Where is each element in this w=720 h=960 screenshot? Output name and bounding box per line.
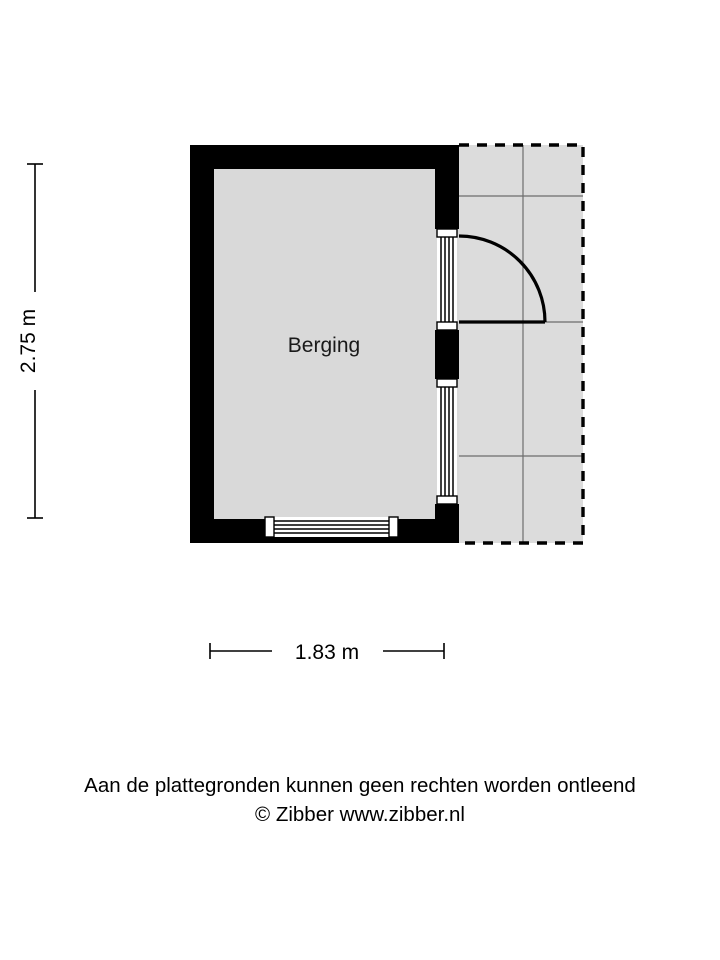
footer-group: Aan de plattegronden kunnen geen rechten… <box>84 774 636 826</box>
swing-door[interactable] <box>458 234 547 324</box>
glazed-panel-lower <box>436 378 458 505</box>
wall-right-middle-pier <box>435 330 459 379</box>
footer-disclaimer: Aan de plattegronden kunnen geen rechten… <box>84 774 636 797</box>
exterior-terrace-fill <box>459 145 583 543</box>
door-swing-arc <box>458 234 547 323</box>
footer-copyright: © Zibber www.zibber.nl <box>255 803 465 826</box>
dimension-horizontal: 1.83 m <box>209 641 445 664</box>
window-bottom-frame <box>265 517 398 537</box>
glazed-panel-upper <box>436 228 458 331</box>
glazed-panel-lower-cap-top <box>436 378 458 388</box>
window-bottom-cap-left <box>264 516 275 538</box>
room-floor-fill <box>190 145 459 543</box>
glazed-panel-lower-frame <box>437 379 457 504</box>
dimension-vertical-label: 2.75 m <box>17 309 40 373</box>
walls-group <box>190 145 459 543</box>
dimension-horizontal-label: 1.83 m <box>295 641 359 664</box>
room-label-berging: Berging <box>288 334 360 357</box>
dimension-vertical: 2.75 m <box>17 163 43 519</box>
wall-top <box>190 145 459 169</box>
exterior-terrace-group <box>459 143 585 545</box>
glazed-panel-upper-cap-bottom <box>436 321 458 331</box>
exterior-dashed-outline <box>459 143 585 545</box>
glazed-panel-lower-cap-bottom <box>436 495 458 505</box>
window-bottom-cap-right <box>388 516 399 538</box>
window-bottom <box>264 516 399 538</box>
wall-right-upper-pier <box>435 145 459 229</box>
wall-right-lower-pier <box>435 504 459 543</box>
glazed-panel-upper-cap-top <box>436 228 458 238</box>
wall-left <box>190 145 214 543</box>
glazed-panel-upper-frame <box>437 229 457 330</box>
